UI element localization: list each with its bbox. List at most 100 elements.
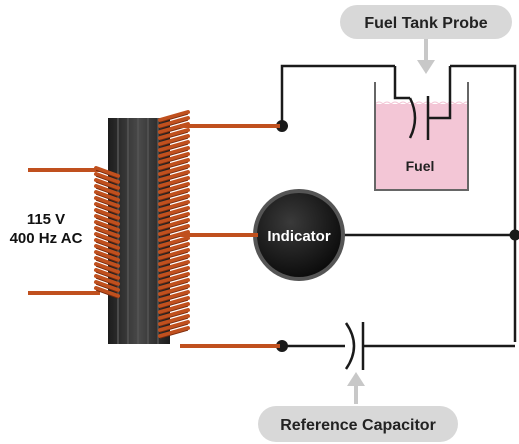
- coil-winding-shadow: [159, 317, 189, 327]
- coil-winding-shadow: [95, 277, 119, 287]
- junction-dot-right: [509, 229, 519, 241]
- coil-winding: [158, 218, 190, 230]
- fuel-tank: Fuel: [374, 82, 469, 191]
- coil-winding-shadow: [95, 241, 119, 251]
- coil-winding: [158, 158, 190, 170]
- fuel-label: Fuel: [406, 158, 435, 174]
- coil-winding: [94, 166, 120, 178]
- fuel-fill: [375, 104, 468, 190]
- coil-winding-shadow: [95, 253, 119, 263]
- coil-winding: [158, 188, 190, 200]
- coil-winding-shadow: [95, 223, 119, 233]
- indicator-body: [257, 193, 341, 277]
- coil-winding-shadow: [159, 143, 189, 153]
- coil-winding-shadow: [159, 305, 189, 315]
- wire-probe-right: [450, 64, 517, 342]
- reference-capacitor-symbol: [344, 322, 365, 370]
- coil-winding-shadow: [159, 263, 189, 273]
- coil-winding-shadow: [95, 217, 119, 227]
- indicator-label: Indicator: [267, 228, 331, 245]
- coil-winding: [94, 232, 120, 244]
- coil-winding-shadow: [95, 247, 119, 257]
- coil-winding-shadow: [159, 257, 189, 267]
- probe-callout-box: [340, 5, 512, 39]
- coil-winding: [94, 208, 120, 220]
- coil-winding-shadow: [159, 113, 189, 123]
- coil-winding: [94, 244, 120, 256]
- coil-winding: [158, 176, 190, 188]
- coil-winding-shadow: [159, 167, 189, 177]
- coil-winding-shadow: [159, 299, 189, 309]
- coil-winding-shadow: [159, 209, 189, 219]
- coil-winding-shadow: [159, 173, 189, 183]
- coil-winding: [158, 200, 190, 212]
- reference-capacitor-callout: Reference Capacitor: [258, 372, 458, 442]
- coil-winding-shadow: [159, 239, 189, 249]
- coil-winding: [158, 236, 190, 248]
- coil-winding: [94, 178, 120, 190]
- coil-winding: [94, 196, 120, 208]
- coil-winding: [158, 194, 190, 206]
- coil-winding-shadow: [95, 265, 119, 275]
- coil-winding: [158, 116, 190, 128]
- probe-capacitor-symbol: [393, 66, 452, 140]
- coil-winding-shadow: [159, 269, 189, 279]
- coil-winding-shadow: [95, 193, 119, 203]
- wire-top: [190, 64, 395, 128]
- coil-winding: [158, 206, 190, 218]
- tank-walls: [374, 82, 469, 191]
- coil-winding: [94, 220, 120, 232]
- coil-winding: [158, 308, 190, 320]
- coil-winding-shadow: [159, 251, 189, 261]
- coil-winding: [94, 280, 120, 292]
- coil-winding-shadow: [159, 185, 189, 195]
- coil-winding: [158, 110, 190, 122]
- probe-callout-label: Fuel Tank Probe: [364, 15, 487, 32]
- coil-winding: [158, 152, 190, 164]
- coil-winding: [158, 146, 190, 158]
- coil-winding: [94, 256, 120, 268]
- coil-winding-shadow: [95, 235, 119, 245]
- secondary-coil: [158, 110, 190, 339]
- fuel-surface-waves: [374, 101, 469, 105]
- coil-winding-shadow: [95, 289, 119, 299]
- coil-winding-shadow: [95, 205, 119, 215]
- coil-winding: [158, 164, 190, 176]
- coil-winding: [158, 224, 190, 236]
- junction-dot-bottom: [276, 340, 288, 352]
- coil-winding: [94, 172, 120, 184]
- coil-winding-shadow: [159, 221, 189, 231]
- primary-coil: [94, 166, 120, 299]
- coil-winding-shadow: [159, 293, 189, 303]
- coil-winding-shadow: [95, 211, 119, 221]
- coil-winding: [94, 184, 120, 196]
- coil-winding: [94, 190, 120, 202]
- coil-winding: [94, 250, 120, 262]
- coil-winding-shadow: [159, 245, 189, 255]
- coil-winding-shadow: [95, 175, 119, 185]
- coil-winding-shadow: [159, 161, 189, 171]
- coil-winding-shadow: [159, 323, 189, 333]
- coil-winding: [94, 202, 120, 214]
- coil-winding: [158, 266, 190, 278]
- coil-winding: [158, 182, 190, 194]
- coil-winding-shadow: [159, 137, 189, 147]
- coil-winding: [94, 262, 120, 274]
- coil-winding: [158, 302, 190, 314]
- coil-winding-shadow: [159, 149, 189, 159]
- reference-callout-box: [258, 406, 458, 442]
- fuel-tank-probe-callout: Fuel Tank Probe: [340, 5, 512, 74]
- coil-winding: [158, 170, 190, 182]
- coil-winding: [158, 134, 190, 146]
- coil-winding-shadow: [159, 227, 189, 237]
- coil-winding: [158, 212, 190, 224]
- coil-winding: [158, 242, 190, 254]
- coil-winding: [158, 128, 190, 140]
- supply-frequency-label: 400 Hz AC: [10, 230, 83, 247]
- reference-callout-label: Reference Capacitor: [280, 417, 436, 434]
- coil-winding-shadow: [159, 131, 189, 141]
- coil-winding-shadow: [159, 329, 189, 339]
- transformer: [28, 110, 280, 348]
- coil-winding: [94, 214, 120, 226]
